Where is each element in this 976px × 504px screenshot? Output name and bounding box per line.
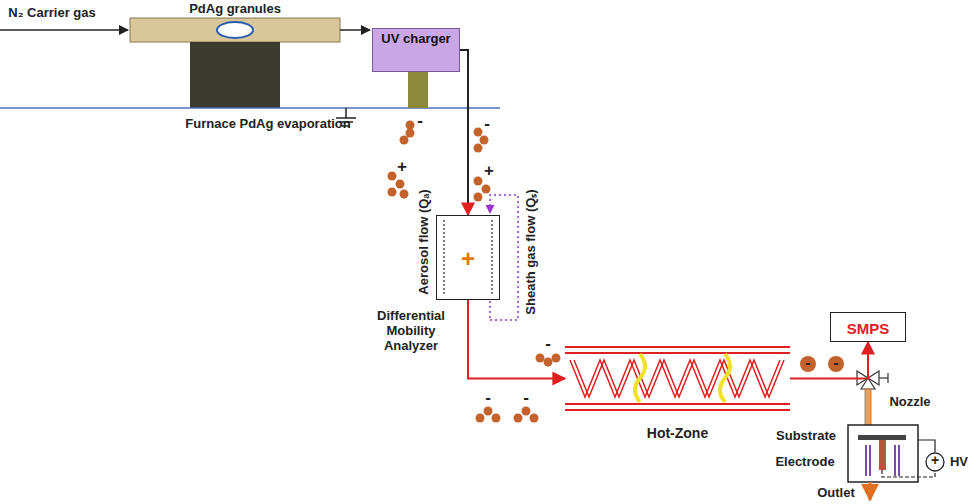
heater-coil <box>570 360 784 397</box>
smps-label: SMPS <box>847 320 890 337</box>
nozzle-pipe <box>865 389 871 427</box>
charge-sign: - <box>833 354 838 372</box>
heating-element <box>635 354 730 402</box>
dma-column: +Differential Mobility Analyzer <box>436 215 500 300</box>
dma-polarity: + <box>461 245 475 273</box>
sheath-flow-label: Sheath gas flow (Qₛ) <box>524 189 538 314</box>
dma-label: Differential Mobility Analyzer <box>361 309 461 354</box>
flow-connector <box>468 300 565 379</box>
particle <box>514 414 523 423</box>
particle <box>474 144 483 153</box>
outlet-label: Outlet <box>817 486 855 500</box>
particle <box>388 172 397 181</box>
flow-connector <box>790 342 868 379</box>
particle <box>474 177 483 186</box>
particle <box>552 354 561 363</box>
tube-to-charger-line <box>340 29 370 31</box>
particle <box>400 136 409 145</box>
hv-polarity: + <box>931 453 939 468</box>
hv-wire <box>882 470 935 477</box>
particle <box>492 414 501 423</box>
particle <box>530 414 539 423</box>
hot-zone-label: Hot-Zone <box>565 425 790 441</box>
substrate-plate <box>858 435 906 440</box>
dma-electrodes <box>444 220 492 295</box>
furnace-label: Furnace PdAg evaporation <box>185 117 350 131</box>
hot-zone-tube: Hot-Zone <box>565 345 790 412</box>
charge-sign: - <box>545 335 551 354</box>
substrate-label: Substrate <box>776 429 836 443</box>
electrode-label: Electrode <box>775 455 834 469</box>
particle <box>544 358 553 367</box>
pdag-granules <box>217 22 253 38</box>
charge-sign: + <box>484 162 494 181</box>
sheath-gas-return <box>489 301 491 318</box>
aerosol-flow-label: Aerosol flow (Qₐ) <box>417 189 431 294</box>
charge-sign: - <box>484 115 490 134</box>
three-way-valve <box>857 371 888 389</box>
particle <box>400 190 409 199</box>
particle <box>406 121 415 130</box>
particle <box>474 193 483 202</box>
smps-box: SMPS <box>830 312 906 342</box>
charge-sign: - <box>523 389 529 408</box>
particle <box>476 414 485 423</box>
charge-sign: - <box>805 354 810 372</box>
gas-label: N₂ Carrier gas <box>8 6 95 20</box>
particle <box>396 180 405 189</box>
granules-label: PdAg granules <box>189 2 281 16</box>
uv-charger-box: UV charger <box>372 28 460 72</box>
particle <box>482 185 491 194</box>
deposition-chamber <box>848 425 918 482</box>
charger-stand <box>408 72 428 108</box>
charger-label: UV charger <box>381 32 450 47</box>
charge-sign: - <box>417 112 423 131</box>
charge-sign: - <box>485 389 491 408</box>
particle <box>480 136 489 145</box>
hv-source <box>926 453 944 471</box>
electrode-rod <box>879 440 886 470</box>
sheath-gas-loop <box>490 195 518 320</box>
outlet-pipe <box>869 482 872 500</box>
particle <box>522 407 531 416</box>
hv-label: HV <box>950 455 968 469</box>
agglomerate-particles <box>388 121 561 423</box>
furnace-tube <box>130 18 340 42</box>
carrier-gas-line <box>0 29 128 31</box>
hv-wire-top <box>918 440 935 452</box>
particle <box>536 354 545 363</box>
furnace-block <box>190 42 280 108</box>
particle <box>474 128 483 137</box>
particle <box>484 407 493 416</box>
nozzle-label: Nozzle <box>889 395 930 409</box>
particle <box>406 129 415 138</box>
flow-connector <box>460 50 468 215</box>
particle <box>388 188 397 197</box>
hot-zone-walls <box>565 347 790 410</box>
charge-sign: + <box>397 158 407 177</box>
